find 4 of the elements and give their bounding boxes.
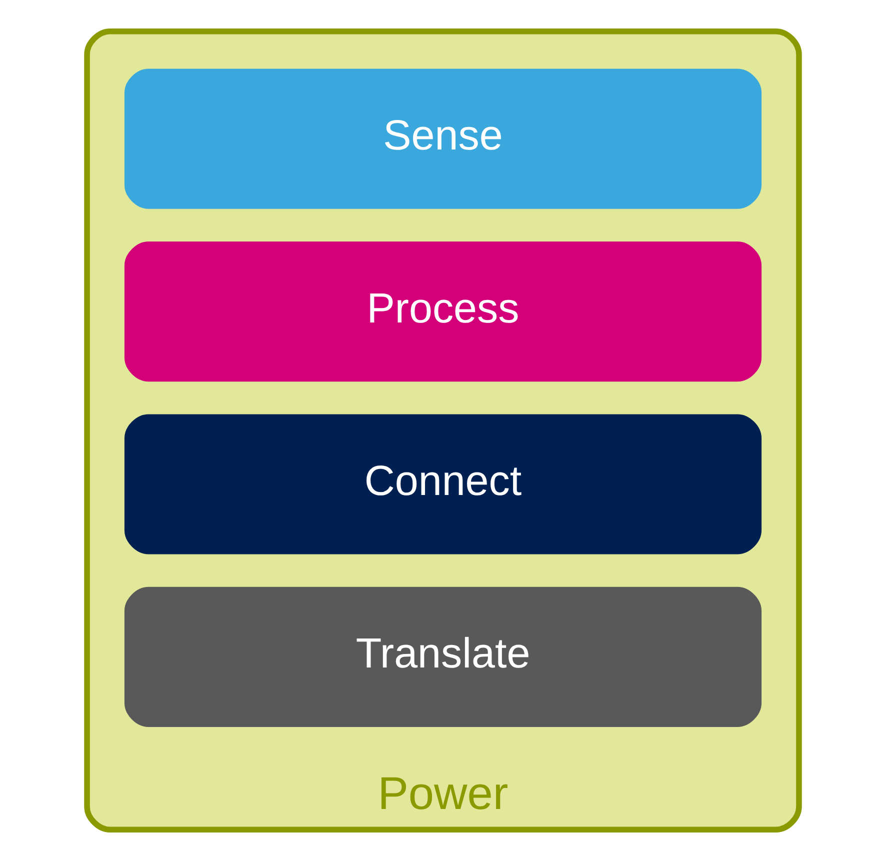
node-box: Sense xyxy=(124,68,762,209)
node-box: Connect xyxy=(124,414,762,554)
node-box: Translate xyxy=(124,586,762,727)
node-box: Process xyxy=(124,241,762,382)
